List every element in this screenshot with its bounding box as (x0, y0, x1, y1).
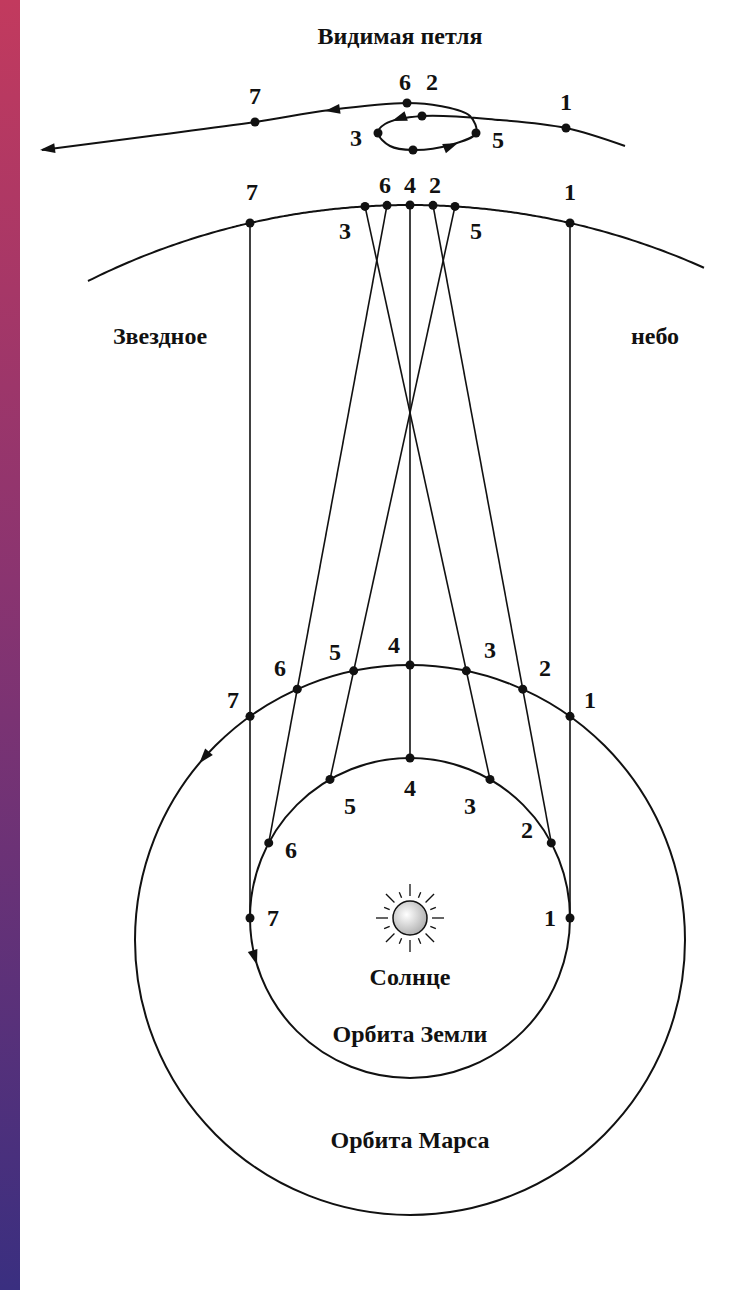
drawing (40, 99, 704, 1216)
position-number: 6 (379, 173, 391, 197)
loop-arrow (442, 143, 458, 153)
loop-arrow (325, 104, 341, 114)
position-number: 2 (521, 818, 533, 842)
orbit-label: Орбита Марса (331, 1128, 490, 1152)
position-dot (406, 201, 415, 210)
position-dot (418, 112, 427, 121)
position-number: 1 (560, 90, 572, 114)
position-dot (403, 99, 412, 108)
position-dot (566, 914, 575, 923)
position-number: 4 (388, 633, 400, 657)
position-dot (462, 666, 471, 675)
sun-ray (409, 884, 410, 896)
position-number: 7 (249, 84, 261, 108)
sun-ray (376, 917, 388, 918)
position-number: 3 (350, 126, 362, 150)
position-number: 1 (584, 688, 596, 712)
sun-disc (393, 901, 427, 935)
orbit-label: Орбита Земли (333, 1022, 488, 1046)
position-dot (518, 685, 527, 694)
position-number: 1 (544, 906, 556, 930)
orbit-arrow (248, 949, 258, 965)
position-dot (472, 129, 481, 138)
sun-ray (432, 917, 444, 918)
sight-line (269, 205, 387, 843)
sun-ray (426, 934, 434, 942)
position-dot (246, 712, 255, 721)
sight-line (569, 223, 571, 918)
sun-ray (430, 926, 436, 928)
slide-bar (0, 0, 20, 1290)
position-dot (251, 118, 260, 127)
position-dot (374, 129, 383, 138)
position-number: 3 (339, 219, 351, 243)
sight-line (409, 205, 411, 758)
position-number: 5 (329, 640, 341, 664)
sky-arc (88, 205, 704, 281)
body-label: Солнце (370, 965, 451, 989)
position-dot (383, 201, 392, 210)
loop-arrow (392, 111, 408, 121)
position-dot (264, 838, 273, 847)
position-dot (566, 219, 575, 228)
position-number: 7 (246, 180, 258, 204)
position-number: 3 (464, 794, 476, 818)
position-number: 6 (285, 838, 297, 862)
position-number: 5 (470, 219, 482, 243)
position-number: 7 (227, 688, 239, 712)
position-dot (293, 685, 302, 694)
sun-ray (418, 892, 420, 898)
loop-arrow (40, 143, 56, 153)
position-dot (451, 202, 460, 211)
sight-line (433, 205, 551, 843)
position-dot (361, 202, 370, 211)
sun-ray (384, 926, 390, 928)
position-number: 2 (429, 173, 441, 197)
sun-ray (418, 938, 420, 944)
position-dot (486, 775, 495, 784)
loop-title: Видимая петля (317, 24, 482, 48)
position-number: 5 (344, 794, 356, 818)
position-dot (406, 661, 415, 670)
sun-ray (399, 892, 401, 898)
position-number: 4 (404, 776, 416, 800)
position-dot (246, 219, 255, 228)
sight-line (365, 206, 490, 779)
sun-ray (384, 907, 390, 909)
position-dot (566, 712, 575, 721)
sky-label: Звездное (113, 324, 207, 348)
position-number: 3 (484, 638, 496, 662)
position-dot (246, 914, 255, 923)
sight-line (249, 223, 251, 918)
position-number: 1 (564, 180, 576, 204)
position-number: 5 (492, 128, 504, 152)
apparent-loop (42, 103, 625, 150)
position-number: 4 (404, 173, 416, 197)
sun-ray (426, 894, 434, 902)
position-number: 7 (267, 906, 279, 930)
earth-orbit (250, 758, 570, 1078)
position-dot (429, 201, 438, 210)
sun-symbol (376, 884, 444, 952)
orbit-arrow (199, 749, 212, 764)
sun-ray (386, 934, 394, 942)
sun-ray (430, 907, 436, 909)
position-dot (409, 146, 418, 155)
position-dot (349, 666, 358, 675)
position-number: 6 (274, 656, 286, 680)
position-number: 2 (539, 656, 551, 680)
sight-line (330, 206, 455, 779)
sky-label: небо (631, 324, 679, 348)
position-dot (326, 775, 335, 784)
sun-ray (399, 938, 401, 944)
position-dot (547, 838, 556, 847)
position-dot (562, 124, 571, 133)
position-dot (406, 754, 415, 763)
position-number: 6 (399, 70, 411, 94)
sun-ray (409, 940, 410, 952)
sun-ray (386, 894, 394, 902)
position-number: 2 (426, 70, 438, 94)
